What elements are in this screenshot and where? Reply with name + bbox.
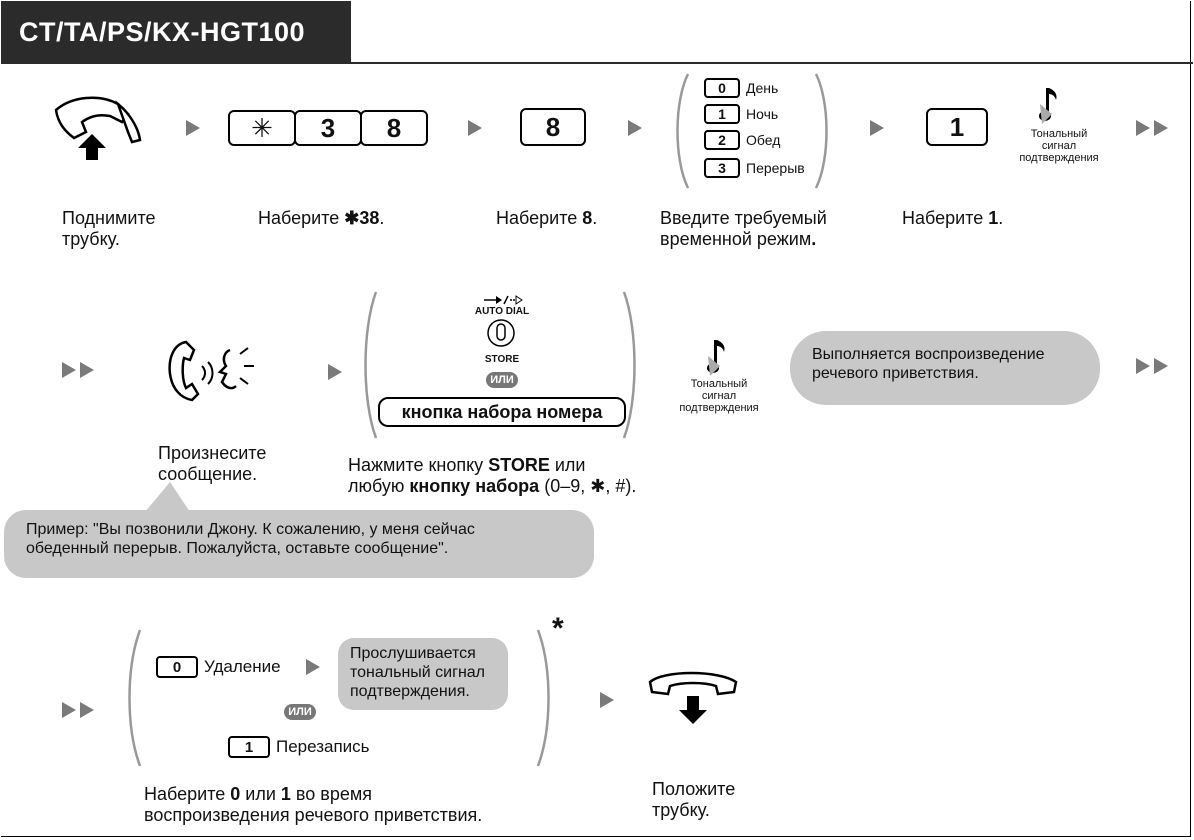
step-arrow: [306, 659, 320, 675]
music-note-icon: [707, 340, 725, 376]
auto-dial-arrows-icon: [484, 295, 523, 305]
mode-break: Перерыв: [746, 160, 805, 176]
caption-hangup: Положите трубку.: [652, 779, 736, 820]
or-badge: ИЛИ: [486, 372, 518, 388]
confirm-bubble: Прослушивается тональный сигнал подтверж…: [338, 638, 508, 710]
tone-label: Тональный сигнал подтверждения: [679, 378, 759, 414]
mode-lunch: Обед: [746, 132, 781, 148]
continue-arrow: [1136, 358, 1170, 374]
step-arrow: [870, 120, 884, 136]
caption-dial-38: Наберите ✱38.: [258, 208, 385, 228]
mode-night: Ночь: [746, 106, 779, 122]
key-8-single: 8: [520, 108, 586, 146]
key-3-break: 3: [704, 158, 740, 178]
step-arrow: [328, 364, 342, 380]
caption-dial-8: Наберите 8.: [496, 208, 598, 228]
speaking-person-icon: [168, 340, 254, 402]
auto-dial-label: AUTO DIAL: [474, 306, 530, 317]
step-arrow: [628, 120, 642, 136]
or-badge: ИЛИ: [284, 704, 316, 720]
caption-press-store: Нажмите кнопку STORE или любую кнопку на…: [348, 455, 637, 496]
step-arrow: [468, 120, 482, 136]
caption-dial-0-1: Наберите 0 или 1 во время воспроизведени…: [144, 784, 483, 825]
dial-button-key: кнопка набора номера: [378, 397, 626, 427]
handset-on-hook-icon: [648, 671, 738, 724]
store-button-icon: [487, 319, 515, 347]
page-title: CT/TA/PS/KX-HGT100: [1, 1, 351, 63]
continue-arrow: [1136, 120, 1170, 136]
continue-arrow: [62, 362, 96, 378]
music-note-icon: [1039, 88, 1057, 124]
caption-mode: Введите требуемый временной режим.: [660, 208, 827, 249]
key-1-single: 1: [926, 108, 988, 146]
caption-dial-1: Наберите 1.: [902, 208, 1004, 228]
key-star: ✳: [228, 110, 296, 146]
key-1-night: 1: [704, 104, 740, 124]
asterisk-note: *: [552, 612, 564, 645]
key-3: 3: [294, 110, 362, 146]
key-2-lunch: 2: [704, 130, 740, 150]
mode-bracket: [676, 73, 828, 189]
handset-off-hook-icon: [54, 96, 142, 160]
key-1-rerecord: 1: [228, 736, 270, 758]
mode-day: День: [746, 80, 779, 96]
tone-label: Тональный сигнал подтверждения: [1019, 128, 1099, 164]
key-8: 8: [360, 110, 428, 146]
caption-speak: Произнесите сообщение.: [158, 443, 267, 484]
caption-lift: Поднимите трубку.: [62, 208, 156, 249]
store-bracket: [364, 291, 636, 439]
rerecord-label: Перезапись: [276, 737, 370, 756]
keypad-star38: ✳ 3 8: [228, 110, 428, 146]
step-arrow: [600, 692, 614, 708]
step-arrow: [186, 120, 200, 136]
header-divider: [1, 62, 1193, 64]
delete-label: Удаление: [204, 657, 281, 676]
example-bubble-tail: [140, 482, 194, 518]
store-label: STORE: [484, 354, 520, 365]
continue-arrow: [62, 702, 96, 718]
key-0-day: 0: [704, 78, 740, 98]
playback-bubble: Выполняется воспроизведение речевого при…: [790, 331, 1100, 405]
options-bracket: [128, 629, 550, 767]
example-bubble: Пример: "Вы позвонили Джону. К сожалению…: [4, 510, 594, 578]
key-0-delete: 0: [156, 656, 198, 678]
